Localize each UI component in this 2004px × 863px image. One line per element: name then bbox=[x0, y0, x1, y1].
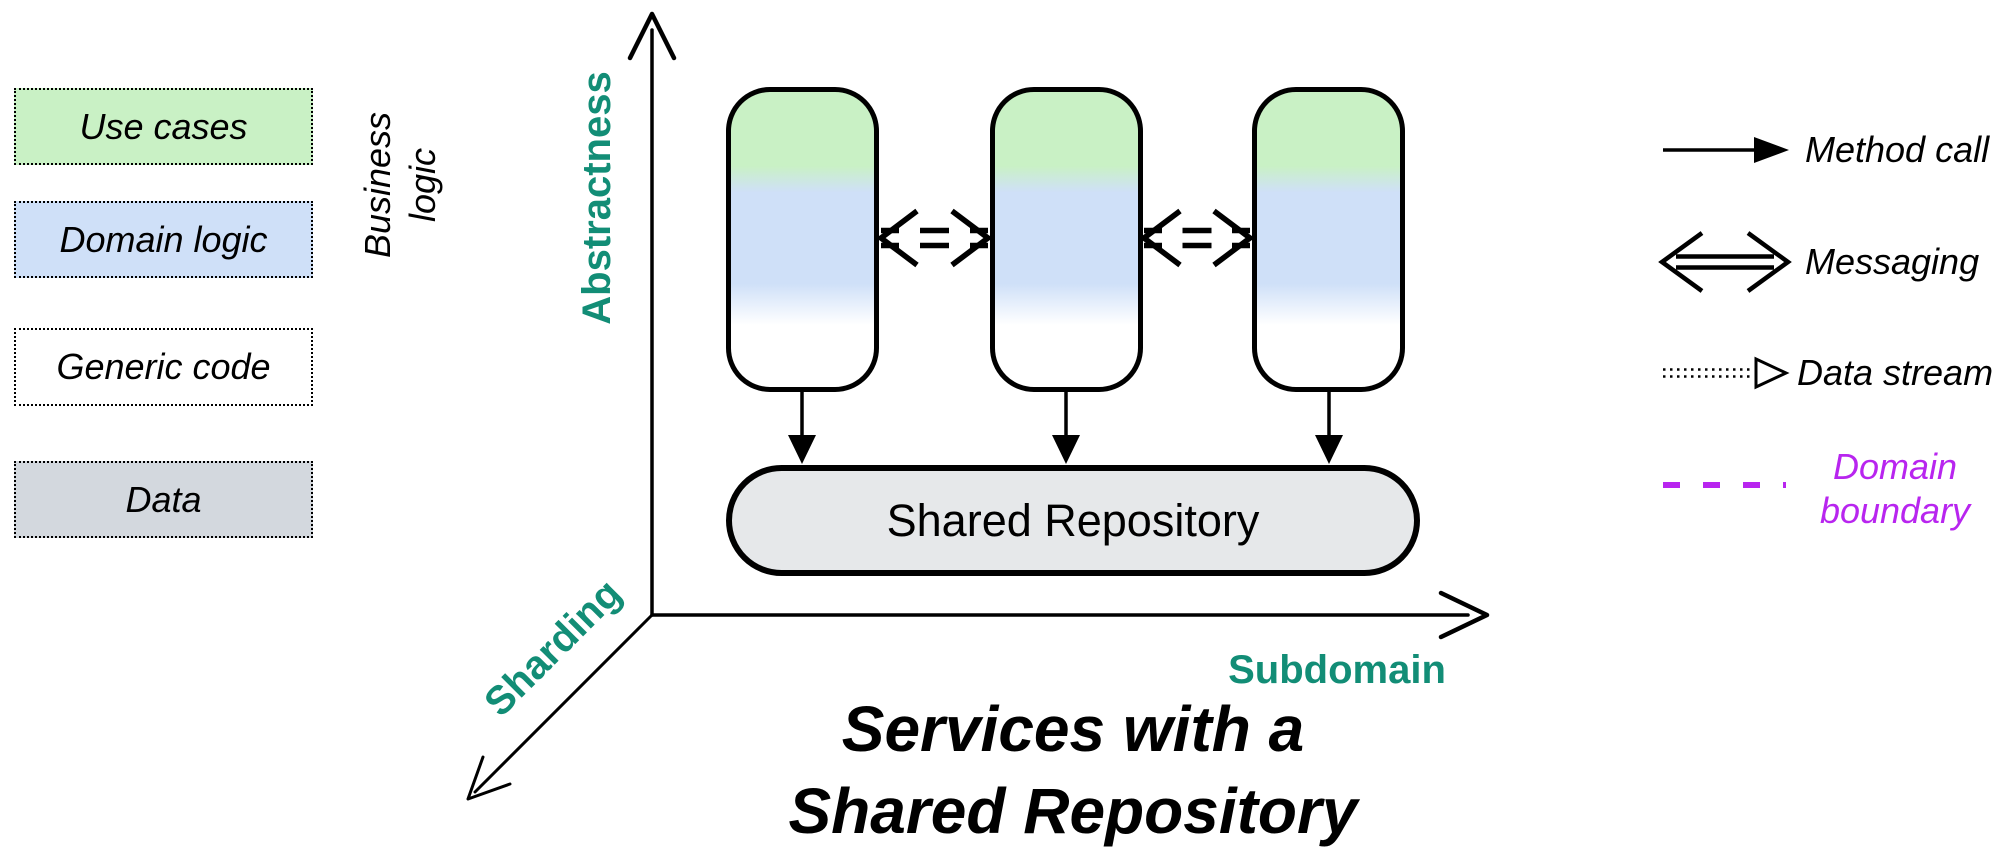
messaging-arrow-2-icon bbox=[1139, 208, 1255, 268]
method-call-legend-icon bbox=[1663, 137, 1789, 163]
service-pill-2 bbox=[990, 87, 1143, 392]
legend-box-label: Data bbox=[125, 478, 202, 520]
method-call-arrow-pill2-icon bbox=[1052, 392, 1080, 464]
legend-label-method-call: Method call bbox=[1805, 129, 1990, 170]
subdomain-axis-arrow-icon bbox=[650, 590, 1490, 640]
method-call-arrow-pill1-icon bbox=[788, 392, 816, 464]
legend-box-label: Use cases bbox=[79, 105, 248, 147]
axis-label-subdomain: Subdomain bbox=[1228, 647, 1446, 692]
business-logic-group-label: Business logic bbox=[357, 111, 443, 259]
axis-label-sharding: Sharding bbox=[475, 570, 630, 725]
axis-label-abstractness: Abstractness bbox=[574, 71, 619, 325]
messaging-legend-icon bbox=[1658, 231, 1792, 293]
diagram-title: Services with a Shared Repository bbox=[788, 693, 1358, 847]
legend-label-messaging: Messaging bbox=[1805, 241, 1980, 282]
legend-label-data-stream: Data stream bbox=[1797, 352, 1994, 393]
method-call-arrow-pill3-icon bbox=[1315, 392, 1343, 464]
data-stream-legend-icon bbox=[1663, 356, 1790, 390]
legend-box-label: Generic code bbox=[56, 346, 271, 387]
legend-box-use-cases: Use cases bbox=[14, 88, 313, 165]
legend-box-label: Domain logic bbox=[59, 218, 268, 260]
shared-repository-box: Shared Repository bbox=[726, 465, 1420, 576]
legend-box-domain-logic: Domain logic bbox=[14, 201, 313, 278]
messaging-arrow-1-icon bbox=[876, 208, 993, 268]
legend-box-generic-code: Generic code bbox=[14, 328, 313, 406]
abstractness-axis-arrow-icon bbox=[627, 11, 677, 617]
service-pill-3 bbox=[1252, 87, 1405, 392]
legend-box-data: Data bbox=[14, 461, 313, 538]
shared-repository-label: Shared Repository bbox=[886, 494, 1260, 546]
legend-label-domain-boundary: Domain boundary bbox=[1819, 446, 1971, 531]
service-pill-1 bbox=[726, 87, 879, 392]
